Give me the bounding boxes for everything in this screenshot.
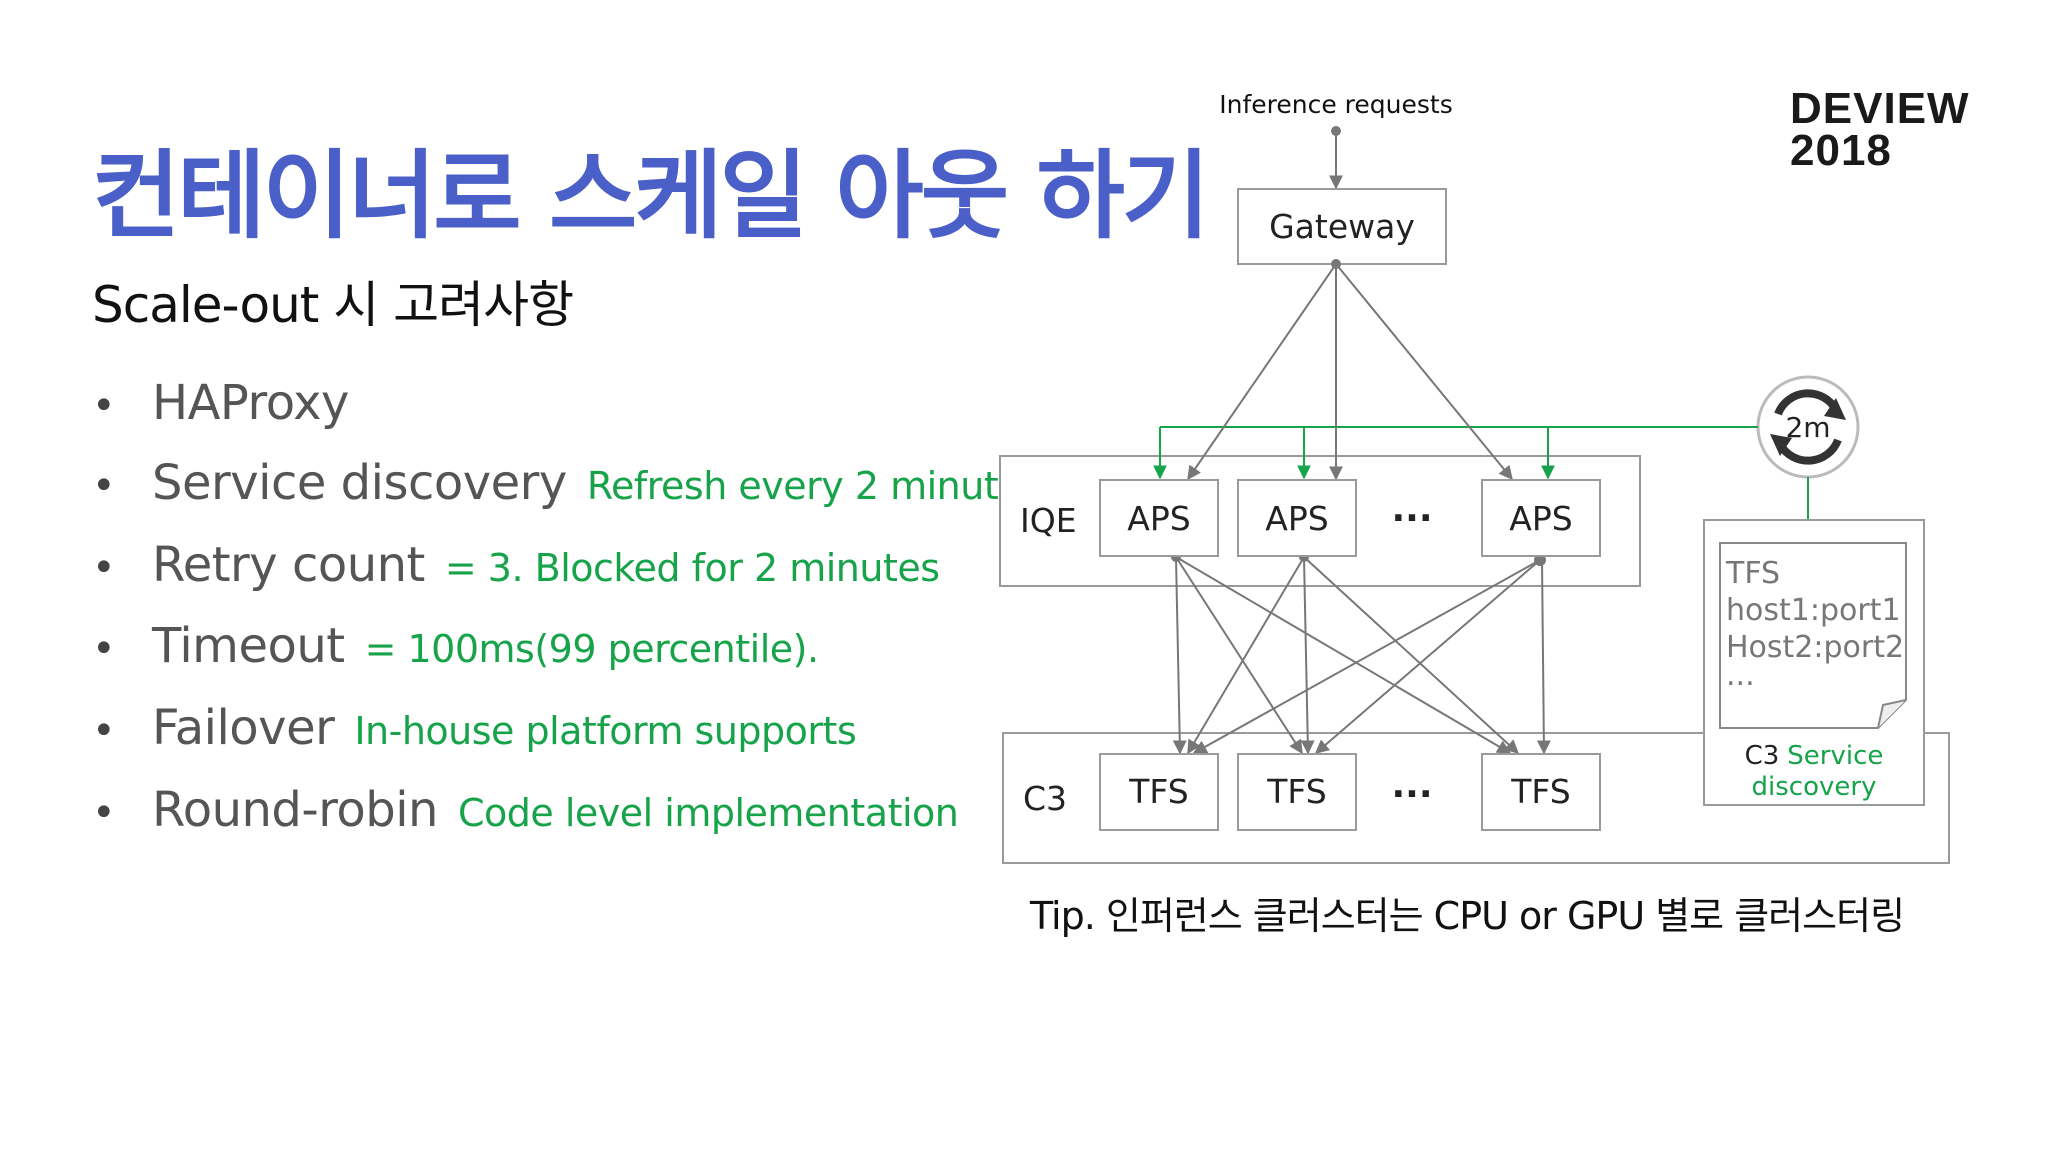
gateway-to-aps-3 xyxy=(1335,263,1513,481)
bullet-label: HAProxy xyxy=(152,375,349,431)
aps-box-2 xyxy=(1237,479,1357,557)
aps-label-3: APS xyxy=(1509,499,1572,538)
sd-service: Service xyxy=(1787,741,1883,771)
bullet-note: Code level implementation xyxy=(457,791,959,835)
doc-line-1: TFS xyxy=(1725,556,1780,591)
tfs-label-2: TFS xyxy=(1266,772,1327,811)
aps-ellipsis: ··· xyxy=(1391,498,1432,539)
bullet-dot: • xyxy=(92,708,116,754)
bullet-label: Failover xyxy=(152,700,335,756)
gateway-box xyxy=(1237,188,1447,265)
section-subtitle: Scale-out 시 고려사항 xyxy=(92,276,574,334)
refresh-arc-bottom xyxy=(1776,438,1842,465)
bullet-dot: • xyxy=(92,790,116,836)
doc-line-3: Host2:port2 xyxy=(1726,630,1904,665)
tfs-box-3 xyxy=(1481,753,1601,831)
aps1-to-tfs1 xyxy=(1172,556,1187,755)
bullet-note: Refresh every 2 minutes xyxy=(586,464,1041,508)
sd-caption-line-2: discovery xyxy=(1752,772,1877,802)
refresh-arrowhead-bottom xyxy=(1770,434,1792,456)
aps3-to-tfs2 xyxy=(1314,559,1541,754)
c3-label: C3 xyxy=(1023,779,1067,818)
tfs-box-1 xyxy=(1099,753,1219,831)
doc-line-4: ... xyxy=(1726,658,1755,693)
aps2-to-tfs1 xyxy=(1187,556,1305,755)
aps2-to-tfs3 xyxy=(1303,556,1520,754)
bullet-service-discovery: • Service discovery Refresh every 2 minu… xyxy=(92,455,1041,511)
aps3-to-tfs1 xyxy=(1192,559,1541,754)
gateway-to-aps-1 xyxy=(1187,263,1337,481)
tip-caption: Tip. 인퍼런스 클러스터는 CPU or GPU 별로 클러스터링 xyxy=(1030,894,1905,938)
tfs-label-3: TFS xyxy=(1510,772,1571,811)
bullet-note: = 100ms(99 percentile). xyxy=(364,627,819,671)
refresh-arc-top xyxy=(1774,389,1840,416)
aps3-to-tfs3 xyxy=(1536,559,1551,755)
aps-box-3 xyxy=(1481,479,1601,557)
aps2-to-tfs2 xyxy=(1300,556,1315,755)
bullet-dot: • xyxy=(92,383,116,429)
iqe-label: IQE xyxy=(1020,501,1077,540)
aps1-to-tfs3 xyxy=(1175,556,1512,754)
bullet-label: Retry count xyxy=(152,537,425,593)
slide-title: 컨테이너로 스케일 아웃 하기 xyxy=(92,140,1210,252)
tfs-label-1: TFS xyxy=(1128,772,1189,811)
bullet-note: In-house platform supports xyxy=(354,709,857,753)
logo-line-2: 2018 xyxy=(1790,126,1892,175)
gateway-label: Gateway xyxy=(1269,207,1415,246)
logo-line-1: DEVIEW xyxy=(1790,84,1970,133)
bullet-label: Round-robin xyxy=(152,782,438,838)
refresh-arrowhead-top xyxy=(1824,398,1846,420)
aps-box-1 xyxy=(1099,479,1219,557)
refresh-interval-text: 2m xyxy=(1785,411,1830,444)
bullet-retry-count: • Retry count = 3. Blocked for 2 minutes xyxy=(92,537,940,593)
bullet-dot: • xyxy=(92,545,116,591)
bullet-round-robin: • Round-robin Code level implementation xyxy=(92,782,959,838)
aps1-to-tfs2 xyxy=(1175,556,1303,755)
bullet-haproxy: • HAProxy xyxy=(92,375,369,431)
bullet-label: Service discovery xyxy=(152,455,567,511)
tfs-ellipsis: ··· xyxy=(1391,774,1432,815)
aps-label-1: APS xyxy=(1127,499,1190,538)
sd-prefix: C3 xyxy=(1745,741,1780,771)
bullet-dot: • xyxy=(92,463,116,509)
gateway-out-dot xyxy=(1331,259,1341,269)
aps-label-2: APS xyxy=(1265,499,1328,538)
doc-line-2: host1:port1 xyxy=(1726,593,1901,628)
bullet-dot: • xyxy=(92,626,116,672)
bullet-note: = 3. Blocked for 2 minutes xyxy=(444,546,940,590)
bullet-failover: • Failover In-house platform supports xyxy=(92,700,857,756)
document-fold xyxy=(1877,699,1907,729)
inference-requests-label: Inference requests xyxy=(1219,90,1452,119)
tfs-box-2 xyxy=(1237,753,1357,831)
bullet-label: Timeout xyxy=(152,618,345,674)
deview-logo: DEVIEW 2018 xyxy=(1790,84,1970,175)
bullet-timeout: • Timeout = 100ms(99 percentile). xyxy=(92,618,819,674)
